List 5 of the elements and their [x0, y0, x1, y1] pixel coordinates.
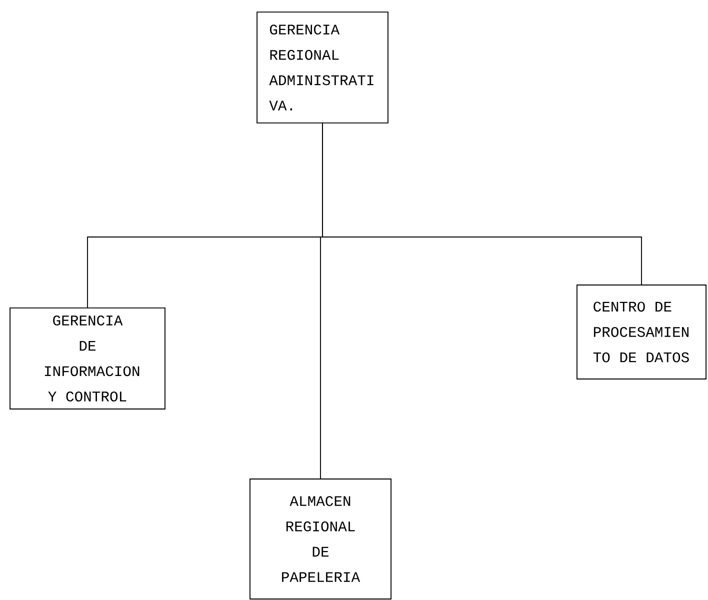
- org-box: GERENCIA DE INFORMACION Y CONTROL: [10, 308, 166, 410]
- org-box: CENTRO DE PROCESAMIEN TO DE DATOS: [576, 284, 706, 380]
- org-box: ALMACEN REGIONAL DE PAPELERIA: [250, 478, 392, 600]
- org-box: GERENCIA REGIONAL ADMINISTRATI VA.: [256, 12, 388, 124]
- connector-line: [322, 122, 642, 285]
